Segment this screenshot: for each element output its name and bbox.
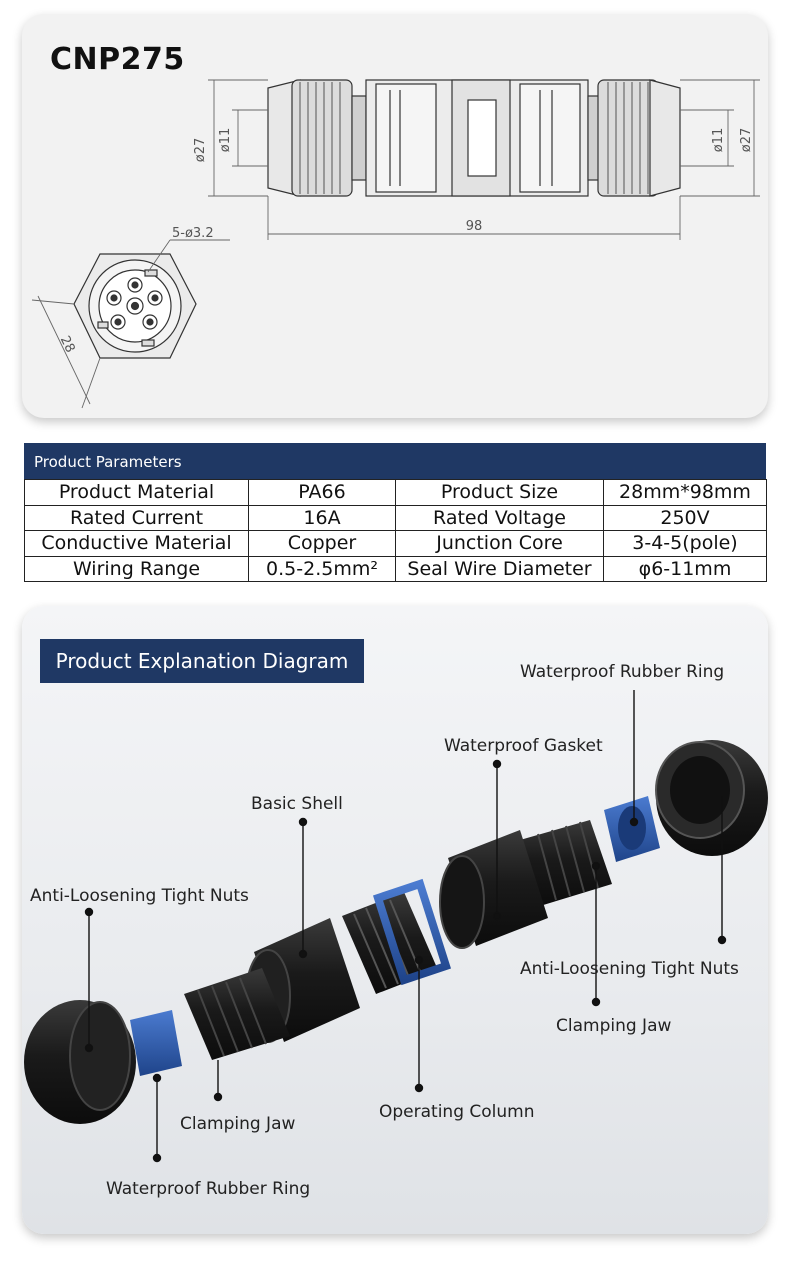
- explanation-title: Product Explanation Diagram: [40, 639, 364, 683]
- right-rubber-ring: [604, 796, 660, 862]
- param-value: Copper: [248, 530, 396, 557]
- param-label: Rated Voltage: [395, 504, 604, 531]
- dim-diameter-outer-left: ø27: [193, 138, 208, 163]
- param-label: Seal Wire Diameter: [395, 555, 604, 582]
- left-end-nut: [24, 1000, 136, 1124]
- label-rubber-ring-bottom: Waterproof Rubber Ring: [106, 1179, 310, 1199]
- label-clamping-jaw-left: Clamping Jaw: [180, 1114, 295, 1134]
- technical-drawing: ø27 ø11 ø11 ø27 98 5-ø3.2 28: [31, 79, 760, 409]
- left-rubber-ring: [130, 1010, 182, 1076]
- drawing-end-view: [73, 253, 197, 359]
- table-row: Wiring Range 0.5-2.5mm² Seal Wire Diamet…: [24, 555, 767, 582]
- drawing-right-cap: [649, 79, 681, 197]
- label-basic-shell: Basic Shell: [251, 794, 343, 814]
- param-label: Product Size: [395, 479, 604, 506]
- param-value: 0.5-2.5mm²: [248, 555, 396, 582]
- operating-column: [342, 878, 452, 994]
- dim-diameter-inner-right: ø11: [711, 128, 726, 153]
- dim-holes: 5-ø3.2: [172, 226, 214, 241]
- model-title: CNP275: [50, 42, 185, 77]
- param-value: φ6-11mm: [603, 555, 767, 582]
- left-clamping-jaw: [184, 968, 290, 1060]
- param-label: Junction Core: [395, 530, 604, 557]
- label-tight-nuts-right: Anti-Loosening Tight Nuts: [520, 959, 739, 979]
- params-header: Product Parameters: [24, 443, 766, 479]
- params-table: Product Material PA66 Product Size 28mm*…: [24, 479, 767, 582]
- right-end-nut: [655, 740, 768, 856]
- right-clamping-jaw: [520, 820, 612, 906]
- param-value: 28mm*98mm: [603, 479, 767, 506]
- label-rubber-ring-top: Waterproof Rubber Ring: [520, 662, 724, 682]
- label-tight-nuts-left: Anti-Loosening Tight Nuts: [30, 886, 249, 906]
- label-operating-column: Operating Column: [379, 1102, 535, 1122]
- dim-diameter-outer-right: ø27: [739, 128, 754, 153]
- param-label: Wiring Range: [24, 555, 249, 582]
- label-waterproof-gasket: Waterproof Gasket: [444, 736, 603, 756]
- label-clamping-jaw-right: Clamping Jaw: [556, 1016, 671, 1036]
- param-label: Rated Current: [24, 504, 249, 531]
- dim-diameter-inner-left: ø11: [218, 128, 233, 153]
- right-housing: [439, 830, 548, 949]
- param-value: 3-4-5(pole): [603, 530, 767, 557]
- dim-length: 98: [466, 219, 483, 234]
- dim-width: 28: [57, 334, 78, 355]
